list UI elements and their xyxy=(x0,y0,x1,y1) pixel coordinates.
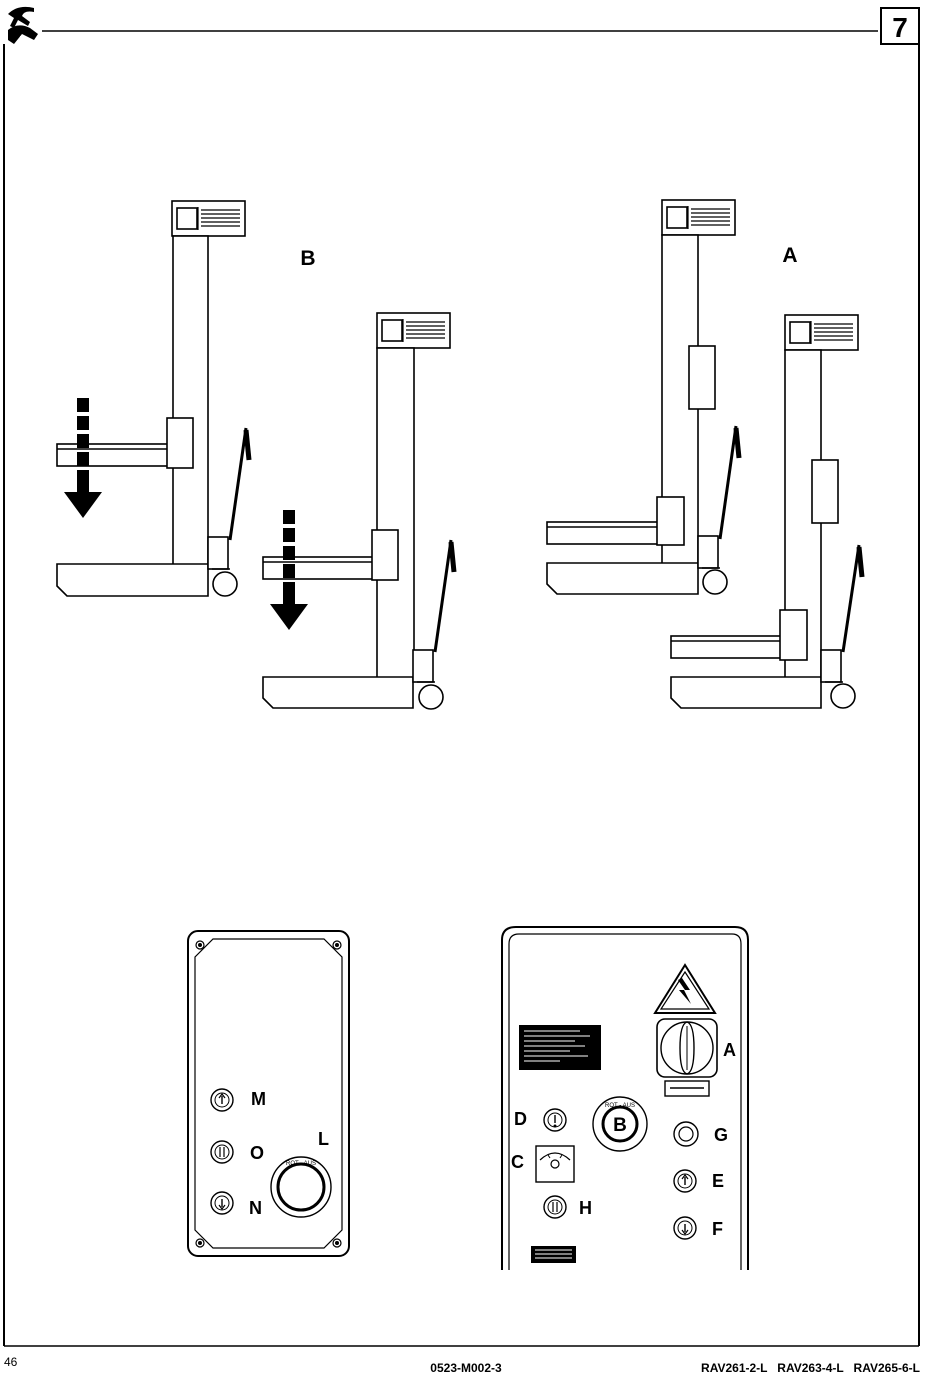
column-b1 xyxy=(57,201,249,596)
column-a1 xyxy=(547,200,739,594)
lamp-icon xyxy=(536,1146,574,1182)
column-b2 xyxy=(263,313,454,709)
label-e: E xyxy=(712,1171,724,1191)
logo-icon xyxy=(8,7,38,44)
label-f: F xyxy=(712,1219,723,1239)
arrow-up-icon xyxy=(211,1089,233,1111)
label-h: H xyxy=(579,1198,592,1218)
arrow-down-icon xyxy=(211,1192,233,1214)
up-down-icon xyxy=(544,1196,566,1218)
arrow-up-icon xyxy=(544,1109,566,1131)
doc-code: 0523-M002-3 xyxy=(430,1361,502,1375)
knob-ring-text-left: ROT - AUS xyxy=(286,1161,316,1167)
indicator-light xyxy=(674,1122,698,1146)
main-switch xyxy=(657,1019,717,1096)
bottom-plate xyxy=(531,1246,576,1263)
lightning-warning-icon xyxy=(655,965,715,1013)
label-m: M xyxy=(251,1089,266,1109)
label-d: D xyxy=(514,1109,527,1129)
knob-ring-text-right: ROT - AUS xyxy=(605,1103,635,1109)
chapter-number: 7 xyxy=(892,12,908,43)
label-b-top: B xyxy=(300,247,315,270)
label-o: O xyxy=(250,1143,264,1163)
up-down-icon xyxy=(211,1141,233,1163)
label-l: L xyxy=(318,1129,329,1149)
label-a-top: A xyxy=(782,244,797,267)
arrow-up-icon xyxy=(674,1170,696,1192)
figure-lift-columns xyxy=(57,200,862,709)
model-list: RAV261-2-L RAV263-4-L RAV265-6-L xyxy=(701,1361,920,1375)
down-arrow-icon xyxy=(674,1217,696,1239)
label-n: N xyxy=(249,1198,262,1218)
label-g: G xyxy=(714,1125,728,1145)
page-number: 46 xyxy=(4,1355,18,1369)
control-panel-left xyxy=(188,931,349,1256)
label-a-panel: A xyxy=(723,1040,736,1060)
label-c: C xyxy=(511,1152,524,1172)
label-b-panel: B xyxy=(613,1115,627,1136)
info-label-block xyxy=(519,1025,601,1070)
